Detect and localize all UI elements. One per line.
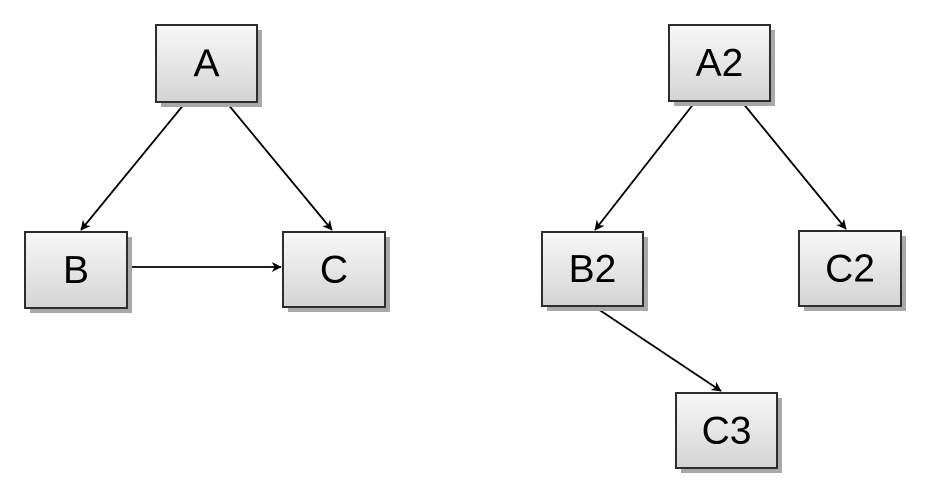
node-A2[interactable]: A2: [668, 24, 775, 106]
node-box: [675, 392, 778, 469]
node-label: C: [320, 249, 348, 292]
node-C3[interactable]: C3: [675, 392, 782, 473]
node-label: C3: [702, 410, 752, 453]
edge-A2-B2[interactable]: [594, 101, 696, 231]
edge-A-B[interactable]: [80, 102, 186, 231]
edge-A-C[interactable]: [226, 102, 333, 231]
node-box: [155, 24, 258, 103]
node-A[interactable]: A: [155, 24, 262, 107]
node-label: C2: [825, 248, 875, 291]
node-label: B: [63, 249, 89, 292]
node-label: A2: [696, 42, 744, 85]
node-box: [24, 231, 128, 309]
node-box: [541, 231, 644, 307]
node-box: [282, 231, 386, 308]
edge-B2-C3[interactable]: [594, 306, 722, 392]
edge-A2-C2[interactable]: [741, 101, 847, 230]
node-C2[interactable]: C2: [798, 230, 906, 311]
node-box: [798, 230, 902, 307]
node-B[interactable]: B: [24, 231, 132, 313]
node-label: A: [193, 43, 219, 86]
node-box: [668, 24, 771, 102]
edges-layer: [80, 101, 847, 392]
node-B2[interactable]: B2: [541, 231, 648, 311]
node-C[interactable]: C: [282, 231, 390, 312]
node-label: B2: [569, 248, 617, 291]
